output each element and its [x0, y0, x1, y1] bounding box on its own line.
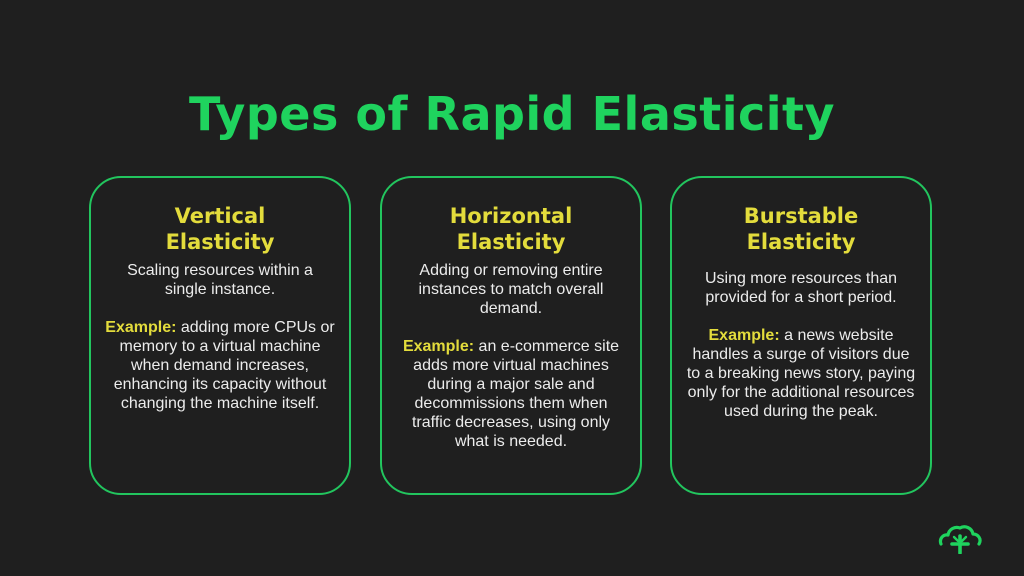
example-label: Example:: [708, 327, 780, 344]
card-heading: Vertical Elasticity: [135, 203, 305, 255]
card-heading-line1: Horizontal: [449, 204, 573, 228]
example-label: Example:: [105, 319, 177, 336]
card-heading: Burstable Elasticity: [716, 203, 886, 255]
card-example: Example: adding more CPUs or memory to a…: [105, 318, 335, 413]
card-vertical-elasticity: Vertical Elasticity Scaling resources wi…: [89, 176, 351, 495]
card-description: Adding or removing entire instances to m…: [418, 262, 604, 317]
example-text: adding more CPUs or memory to a virtual …: [113, 319, 335, 412]
card-heading-line1: Vertical: [174, 204, 266, 228]
card-description: Using more resources than provided for a…: [704, 270, 898, 306]
card-heading: Horizontal Elasticity: [426, 203, 596, 255]
example-label: Example:: [402, 338, 475, 355]
slide-title: Types of Rapid Elasticity: [188, 87, 836, 141]
card-heading-line1: Burstable: [743, 204, 859, 228]
card-heading-line2: Elasticity: [456, 230, 566, 254]
card-example: Example: an e-commerce site adds more vi…: [396, 337, 626, 451]
card-heading-line2: Elasticity: [746, 230, 856, 254]
example-text: an e-commerce site adds more virtual mac…: [411, 338, 620, 450]
card-heading-line2: Elasticity: [165, 230, 275, 254]
example-text: a news website handles a surge of visito…: [686, 327, 916, 420]
card-horizontal-elasticity: Horizontal Elasticity Adding or removing…: [380, 176, 642, 495]
card-description: Scaling resources within a single instan…: [127, 262, 313, 298]
card-burstable-elasticity: Burstable Elasticity Using more resource…: [670, 176, 932, 495]
cloud-plus-icon: [937, 522, 983, 555]
card-example: Example: a news website handles a surge …: [686, 326, 916, 421]
